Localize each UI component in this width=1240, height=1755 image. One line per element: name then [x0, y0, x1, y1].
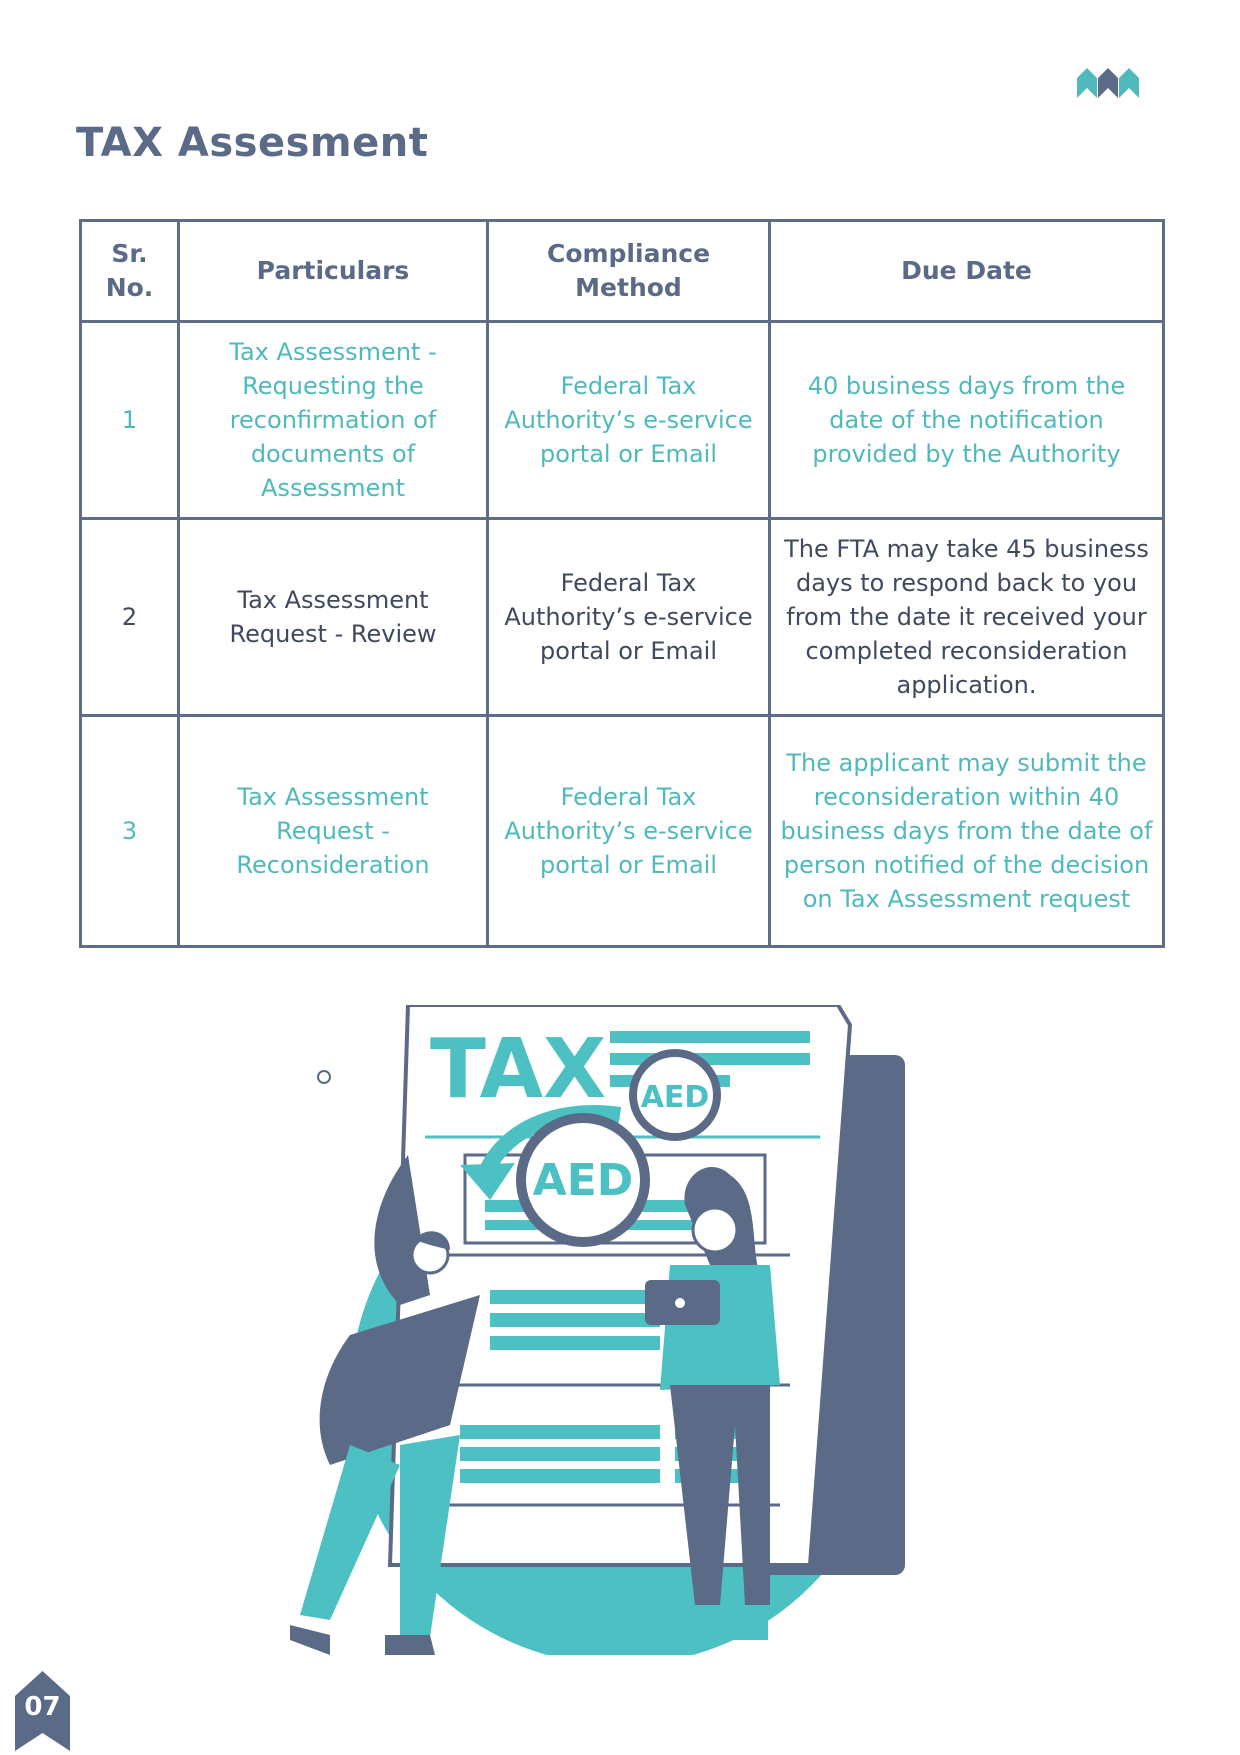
table-row: 3 Tax Assessment Request - Reconsiderati… [79, 714, 1165, 948]
cell-particulars: Tax Assessment - Requesting the reconfir… [177, 320, 489, 520]
arrow-icon [477, 1105, 622, 1179]
header-sr-no: Sr. No. [79, 219, 180, 323]
cell-due-date: The applicant may submit the reconsidera… [768, 714, 1165, 948]
table-header-row: Sr. No. Particulars Compliance Method Du… [79, 219, 1165, 323]
aed-badge-small [629, 1049, 721, 1141]
woman-figure [645, 1166, 780, 1640]
tax-assessment-table: Sr. No. Particulars Compliance Method Du… [79, 219, 1165, 948]
brand-logo-icon [1077, 68, 1139, 98]
table-row: 1 Tax Assessment - Requesting the reconf… [79, 320, 1165, 520]
cell-particulars: Tax Assessment Request - Reconsideration [177, 714, 489, 948]
page-number: 07 [24, 1692, 61, 1722]
svg-text:AED: AED [641, 1080, 710, 1115]
tax-document-title: TAX [430, 1022, 606, 1117]
cell-due-date: 40 business days from the date of the no… [768, 320, 1165, 520]
header-compliance-method: Compliance Method [486, 219, 771, 323]
cell-compliance-method: Federal Tax Authority’s e-service portal… [486, 714, 771, 948]
cell-sr-no: 1 [79, 320, 180, 520]
tax-document-illustration: TAX AED AED [290, 1005, 905, 1655]
cell-compliance-method: Federal Tax Authority’s e-service portal… [486, 517, 771, 717]
page-number-badge [15, 1671, 70, 1751]
page-title: TAX Assesment [76, 120, 429, 166]
cell-sr-no: 2 [79, 517, 180, 717]
header-due-date: Due Date [768, 219, 1165, 323]
man-figure [290, 1155, 480, 1655]
table-row: 2 Tax Assessment Request - Review Federa… [79, 517, 1165, 717]
cell-compliance-method: Federal Tax Authority’s e-service portal… [486, 320, 771, 520]
cell-sr-no: 3 [79, 714, 180, 948]
cell-due-date: The FTA may take 45 business days to res… [768, 517, 1165, 717]
header-particulars: Particulars [177, 219, 489, 323]
cell-particulars: Tax Assessment Request - Review [177, 517, 489, 717]
aed-badge-large [516, 1113, 650, 1247]
svg-text:AED: AED [533, 1155, 634, 1206]
